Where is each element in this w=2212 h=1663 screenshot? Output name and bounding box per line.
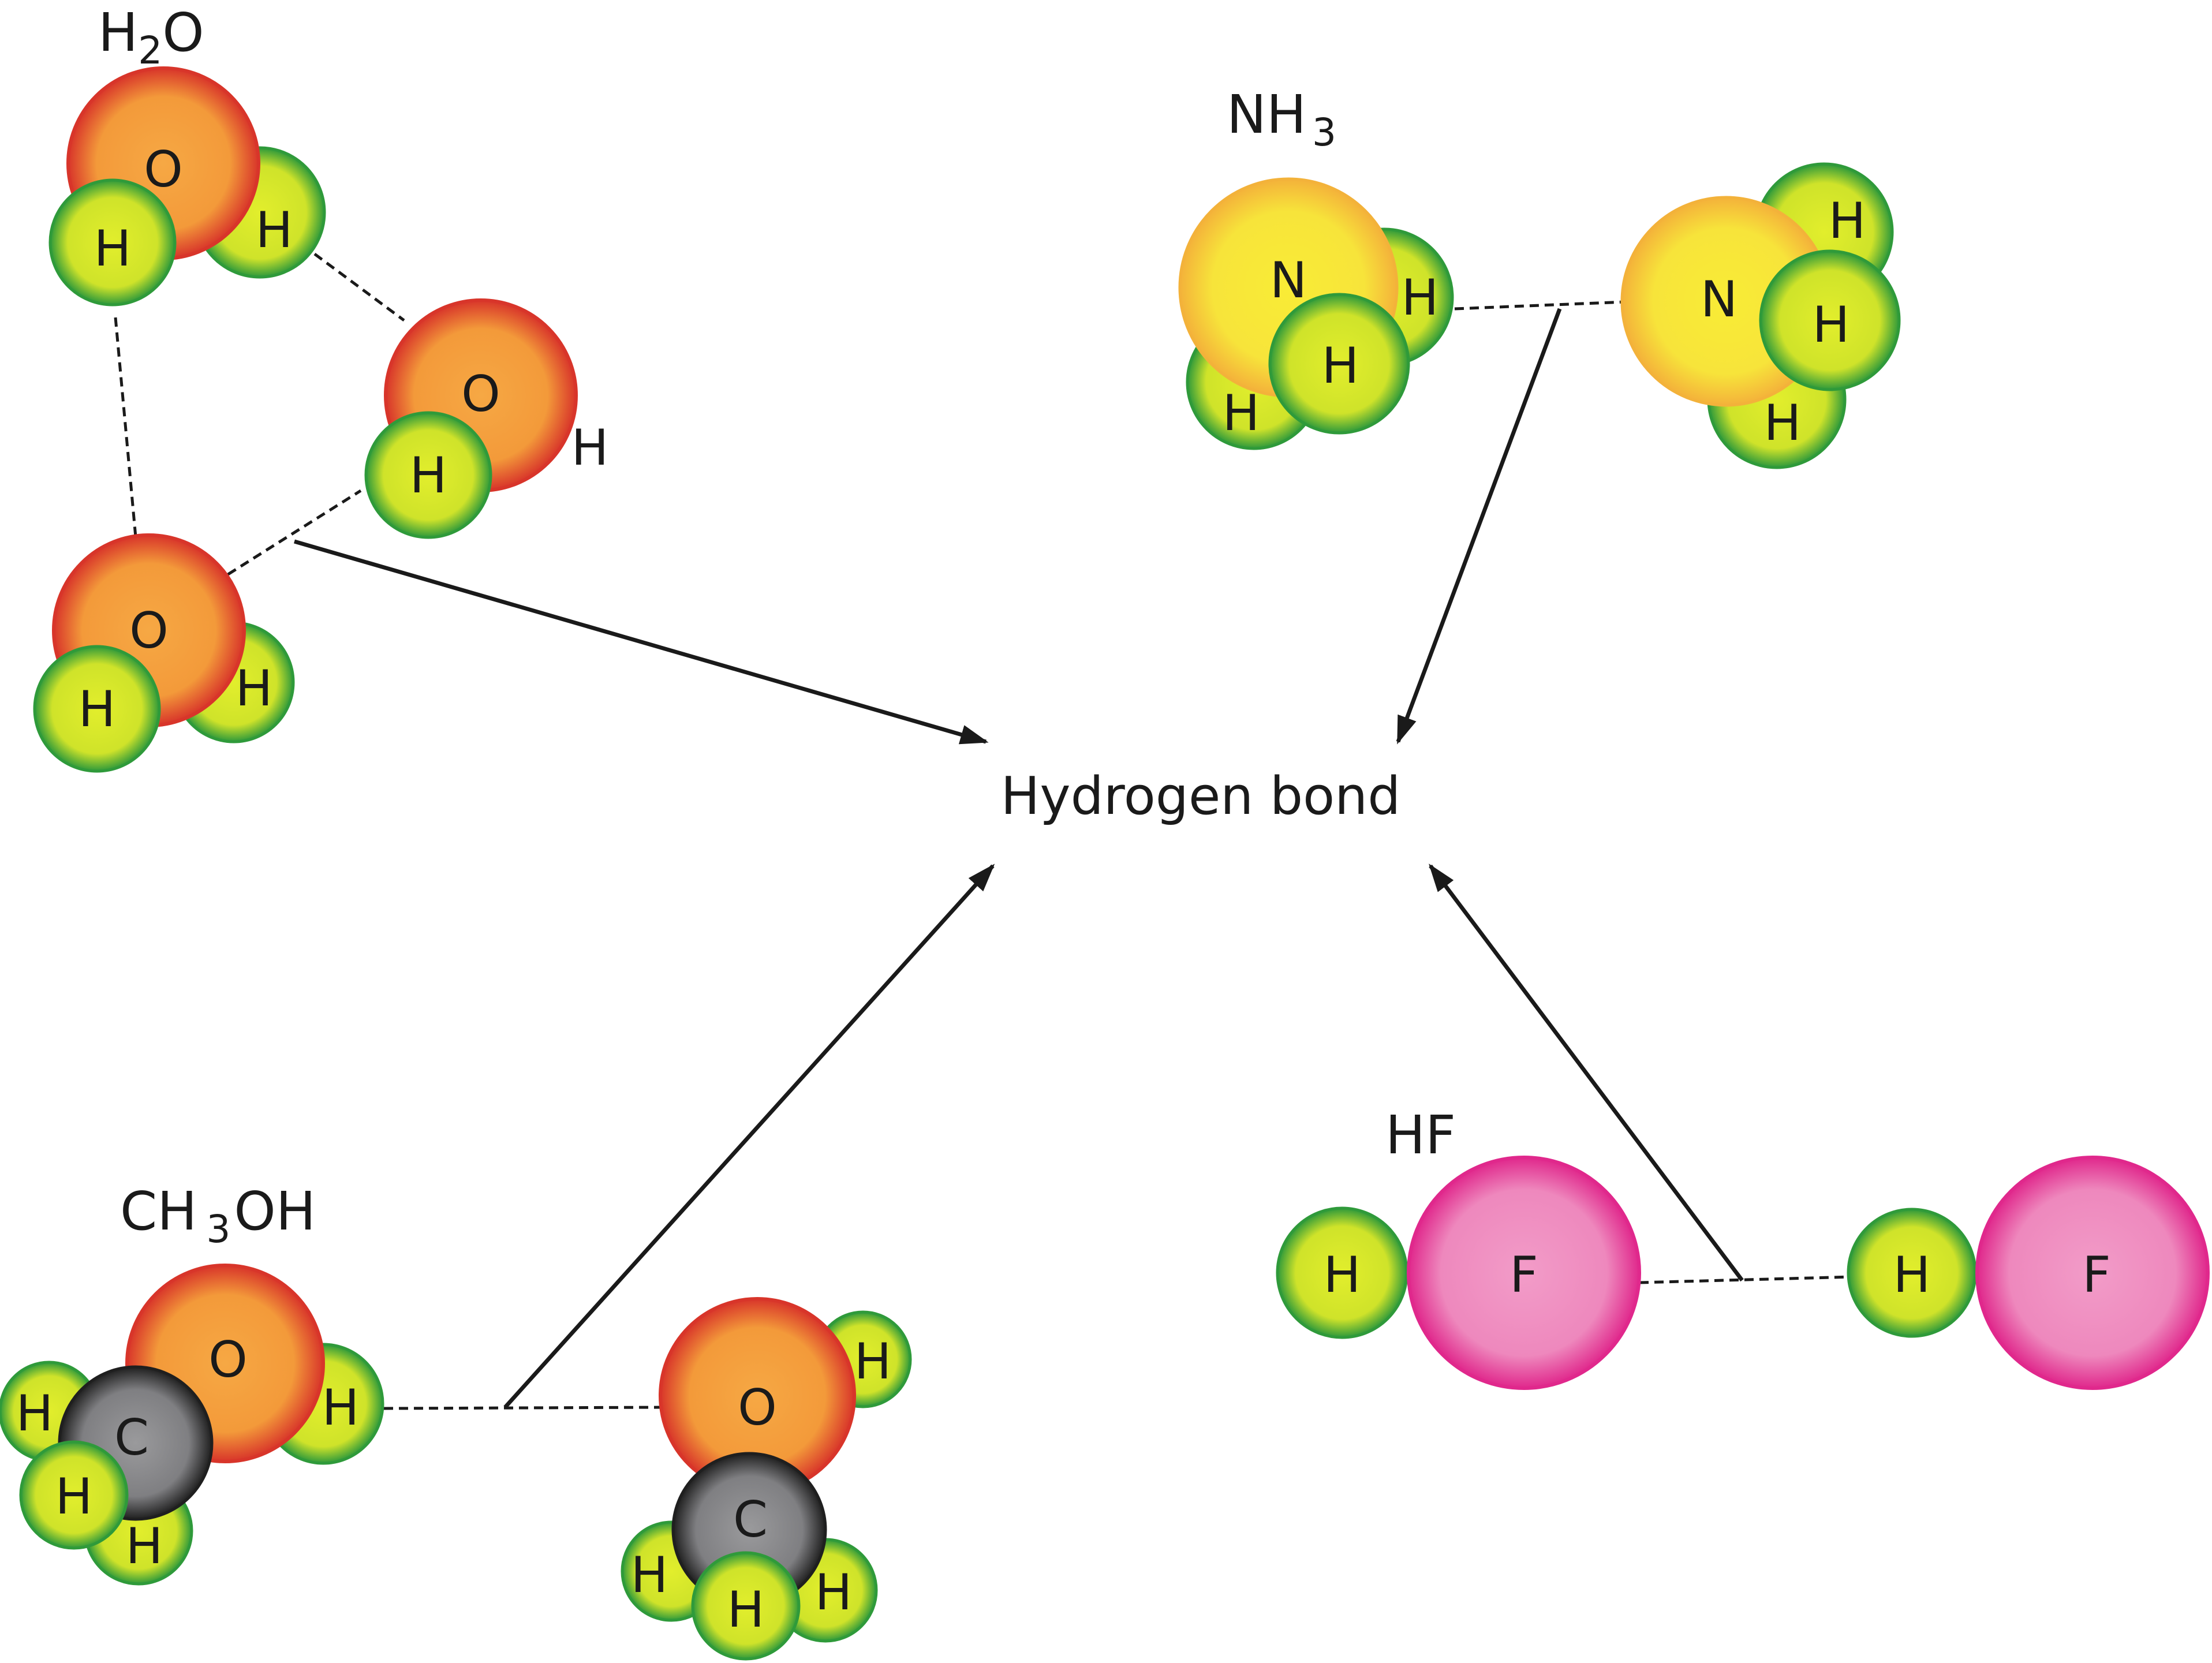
water-molecule-2: O H H [364, 298, 609, 539]
oxygen-label: O [738, 1379, 777, 1437]
water-hbond-1 [313, 252, 405, 322]
hydrogen-label: H [1223, 384, 1260, 442]
nitrogen-label: N [1270, 252, 1307, 309]
hydrogen-label: H [236, 660, 273, 717]
hydrogen-label: H [1402, 269, 1439, 327]
fluorine-atom [1975, 1156, 2210, 1390]
hydrogen-atom [691, 1551, 801, 1661]
hydrogen-atom [19, 1440, 129, 1550]
hydrogen-atom [33, 645, 161, 773]
fluorine-atom [1407, 1156, 1641, 1390]
ammonia-hbond [1454, 300, 1640, 311]
methanol-molecule-1: O H C H H H [0, 1264, 384, 1586]
hydrogen-label: H [126, 1518, 163, 1575]
hydrogen-label: H [1322, 337, 1359, 395]
arrow-from-ammonia [1396, 308, 1562, 745]
oxygen-label: O [461, 365, 500, 423]
methanol-hbond [383, 1406, 664, 1410]
ammonia-molecule-1: N H H H [1178, 177, 1454, 450]
hydrogen-label: H [256, 201, 293, 259]
hf-formula: HF [1385, 1104, 1456, 1166]
water-molecule-1: O H H [48, 66, 326, 307]
hydrogen-label: H [631, 1546, 668, 1604]
hydrogen-label: H [410, 447, 447, 504]
carbon-label: C [114, 1409, 149, 1467]
hydrogen-label: H [1813, 296, 1850, 354]
fluorine-label: F [1509, 1246, 1538, 1304]
water-molecule-3: O H H [33, 533, 295, 773]
hydrogen-label: H [55, 1468, 93, 1526]
water-hbond-2 [114, 317, 137, 537]
nitrogen-label: N [1701, 271, 1738, 328]
hf-molecule-2: H F [1847, 1156, 2210, 1390]
oxygen-label: O [144, 141, 183, 199]
methanol-molecule-2: O H C H H H [621, 1297, 912, 1661]
hydrogen-label: H [1893, 1246, 1931, 1304]
hydrogen-label: H [16, 1385, 54, 1442]
hydrogen-label: H [79, 681, 116, 738]
arrow-from-water [294, 539, 989, 745]
hydrogen-atom [1759, 249, 1901, 391]
hydrogen-label: H [94, 220, 132, 278]
arrow-from-methanol [503, 864, 995, 1409]
hydrogen-bond-label: Hydrogen bond [1001, 766, 1401, 827]
arrow-from-hf [1429, 864, 1744, 1282]
hf-molecule-1: H F [1276, 1156, 1641, 1390]
hydrogen-label: H [1829, 192, 1866, 250]
hydrogen-label: H [727, 1581, 765, 1639]
ammonia-molecule-2: N H H H [1620, 162, 1901, 469]
hydrogen-label: H [815, 1564, 853, 1621]
hydrogen-label: H [322, 1379, 360, 1437]
stray-hydrogen-label: H [571, 419, 609, 477]
fluorine-label: F [2082, 1246, 2110, 1304]
hydrogen-label: H [1764, 394, 1802, 452]
hydrogen-label: H [1324, 1246, 1361, 1304]
hydrogen-atom [48, 178, 177, 307]
oxygen-label: O [129, 602, 169, 660]
water-formula: H2O [98, 2, 204, 73]
water-hbond-3 [227, 489, 362, 576]
water-group: H2O O H H O H H O H H [33, 2, 609, 773]
hf-group: HF H F H F [1276, 1104, 2210, 1390]
hydrogen-label: H [854, 1333, 892, 1391]
oxygen-label: O [208, 1331, 248, 1389]
hydrogen-atom [1268, 293, 1410, 435]
hydrogen-atom [364, 411, 492, 539]
carbon-label: C [733, 1491, 768, 1549]
hf-hbond [1639, 1275, 1854, 1284]
